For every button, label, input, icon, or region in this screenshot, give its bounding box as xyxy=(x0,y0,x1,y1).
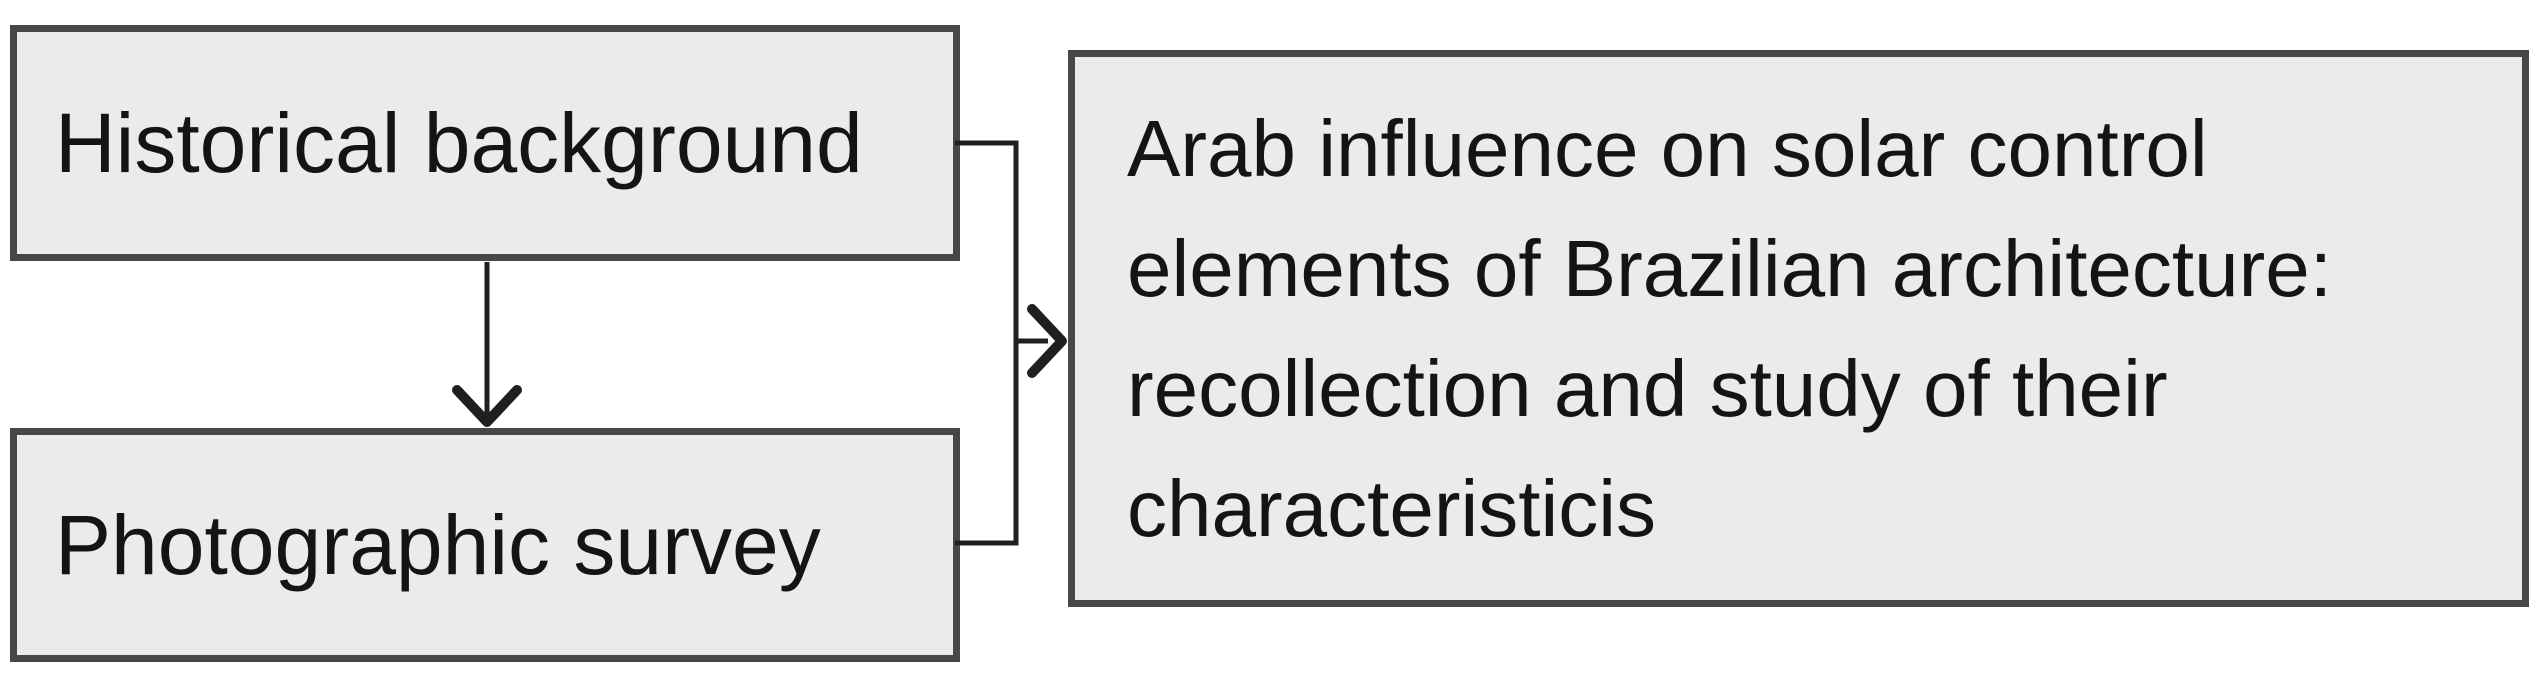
flow-box-research-topic: Arab influence on solar control elements… xyxy=(1068,50,2529,607)
flow-box-photographic-survey: Photographic survey xyxy=(10,428,960,662)
photographic-survey-label: Photographic survey xyxy=(55,497,821,592)
historical-background-label: Historical background xyxy=(55,95,863,190)
down-arrowhead-icon xyxy=(452,385,522,427)
research-topic-line-3: recollection and study of their xyxy=(1127,343,2168,433)
right-arrowhead-icon xyxy=(1027,304,1067,378)
flow-box-historical-background: Historical background xyxy=(10,25,960,261)
research-topic-line-2: elements of Brazilian architecture: xyxy=(1127,223,2332,313)
merge-bracket-line xyxy=(955,140,1019,546)
research-topic-line-1: Arab influence on solar control xyxy=(1127,103,2208,193)
research-topic-line-4: characteristicis xyxy=(1127,463,1657,553)
